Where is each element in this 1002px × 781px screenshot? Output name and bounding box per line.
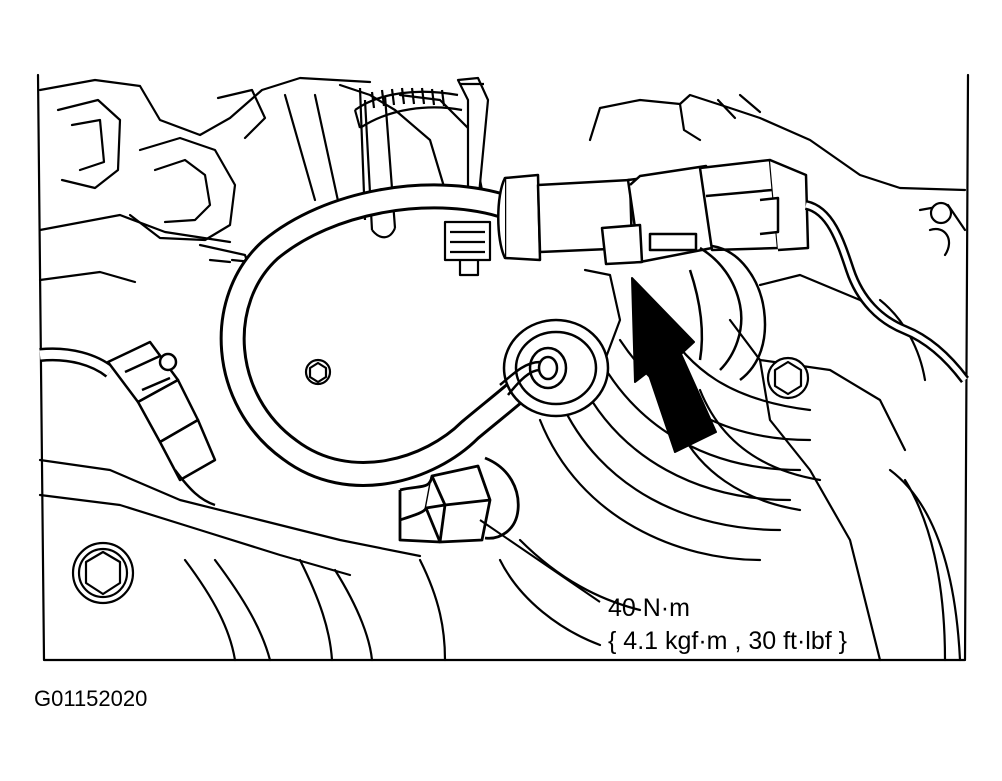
torque-leader-line	[479, 519, 601, 603]
indicator-arrow	[631, 277, 717, 453]
torque-spec-callout: 40 N·m { 4.1 kgf·m , 30 ft·lbf }	[608, 592, 847, 658]
figure-code: G01152020	[34, 686, 148, 711]
sensor-connector	[497, 158, 969, 384]
oxygen-sensor-grommet	[499, 318, 610, 418]
torque-metric-value: 40 N·m	[608, 594, 690, 622]
oxygen-sensor-nut	[398, 456, 520, 544]
hose-clamp	[353, 76, 492, 277]
torque-imperial-value: { 4.1 kgf·m , 30 ft·lbf }	[608, 627, 848, 655]
mounting-bolts	[71, 201, 953, 605]
sensor-harness-wire	[219, 183, 553, 487]
engine-block-outlines	[36, 73, 970, 662]
left-harness-connector	[39, 340, 217, 507]
